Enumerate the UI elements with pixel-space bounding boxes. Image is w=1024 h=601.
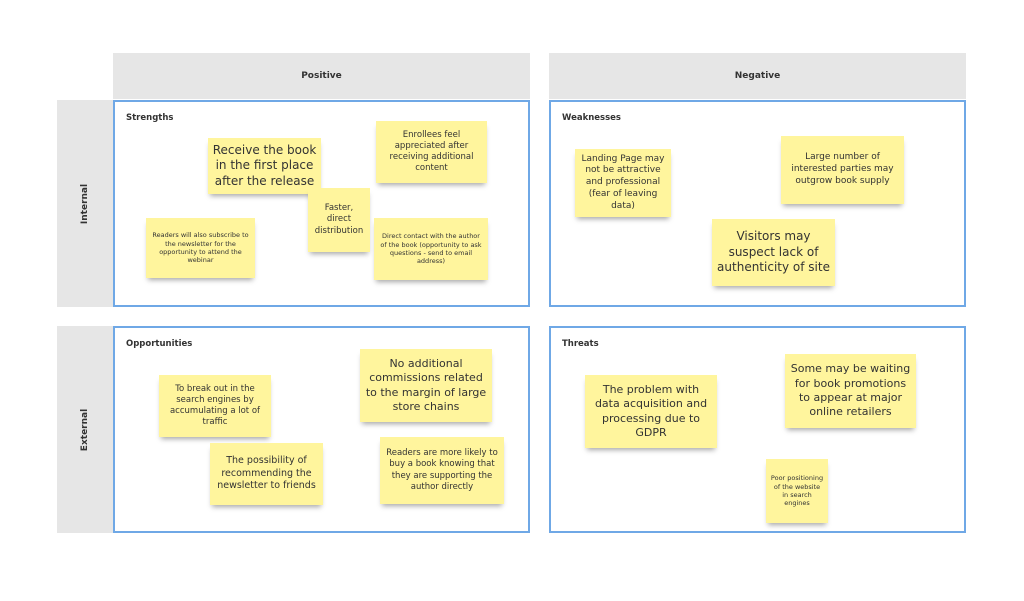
quadrant-threats[interactable]: Threats The problem with data acquisitio… (549, 326, 966, 533)
row-header-label: External (80, 408, 90, 451)
sticky-note[interactable]: To break out in the search engines by ac… (159, 375, 271, 437)
sticky-note[interactable]: Readers are more likely to buy a book kn… (380, 437, 504, 504)
column-header-label: Positive (301, 71, 342, 81)
row-header-internal: Internal (57, 100, 113, 307)
quadrant-title: Strengths (126, 113, 174, 123)
quadrant-title: Threats (562, 339, 599, 349)
sticky-note[interactable]: The problem with data acquisition and pr… (585, 375, 717, 448)
sticky-note[interactable]: Readers will also subscribe to the newsl… (146, 218, 255, 278)
sticky-note[interactable]: Large number of interested parties may o… (781, 136, 904, 204)
quadrant-title: Opportunities (126, 339, 193, 349)
sticky-note[interactable]: Receive the book in the first place afte… (208, 138, 321, 194)
quadrant-weaknesses[interactable]: Weaknesses Landing Page may not be attra… (549, 100, 966, 307)
quadrant-strengths[interactable]: Strengths Receive the book in the first … (113, 100, 530, 307)
column-header-label: Negative (734, 71, 781, 81)
quadrant-title: Weaknesses (562, 113, 621, 123)
row-header-label: Internal (79, 183, 90, 224)
sticky-note[interactable]: Faster, direct distribution (308, 188, 370, 252)
sticky-note[interactable]: Poor positioning of the website in searc… (766, 459, 828, 523)
sticky-note[interactable]: Direct contact with the author of the bo… (374, 218, 488, 280)
sticky-note[interactable]: No additional commissions related to the… (360, 349, 492, 422)
column-header-negative: Negative (549, 53, 966, 99)
quadrant-opportunities[interactable]: Opportunities To break out in the search… (113, 326, 530, 533)
sticky-note[interactable]: Some may be waiting for book promotions … (785, 354, 916, 428)
sticky-note[interactable]: Enrollees feel appreciated after receivi… (376, 121, 487, 183)
sticky-note[interactable]: Landing Page may not be attractive and p… (575, 149, 671, 217)
column-header-positive: Positive (113, 53, 530, 99)
sticky-note[interactable]: The possibility of recommending the news… (210, 443, 323, 505)
sticky-note[interactable]: Visitors may suspect lack of authenticit… (712, 219, 835, 286)
row-header-external: External (57, 326, 113, 533)
